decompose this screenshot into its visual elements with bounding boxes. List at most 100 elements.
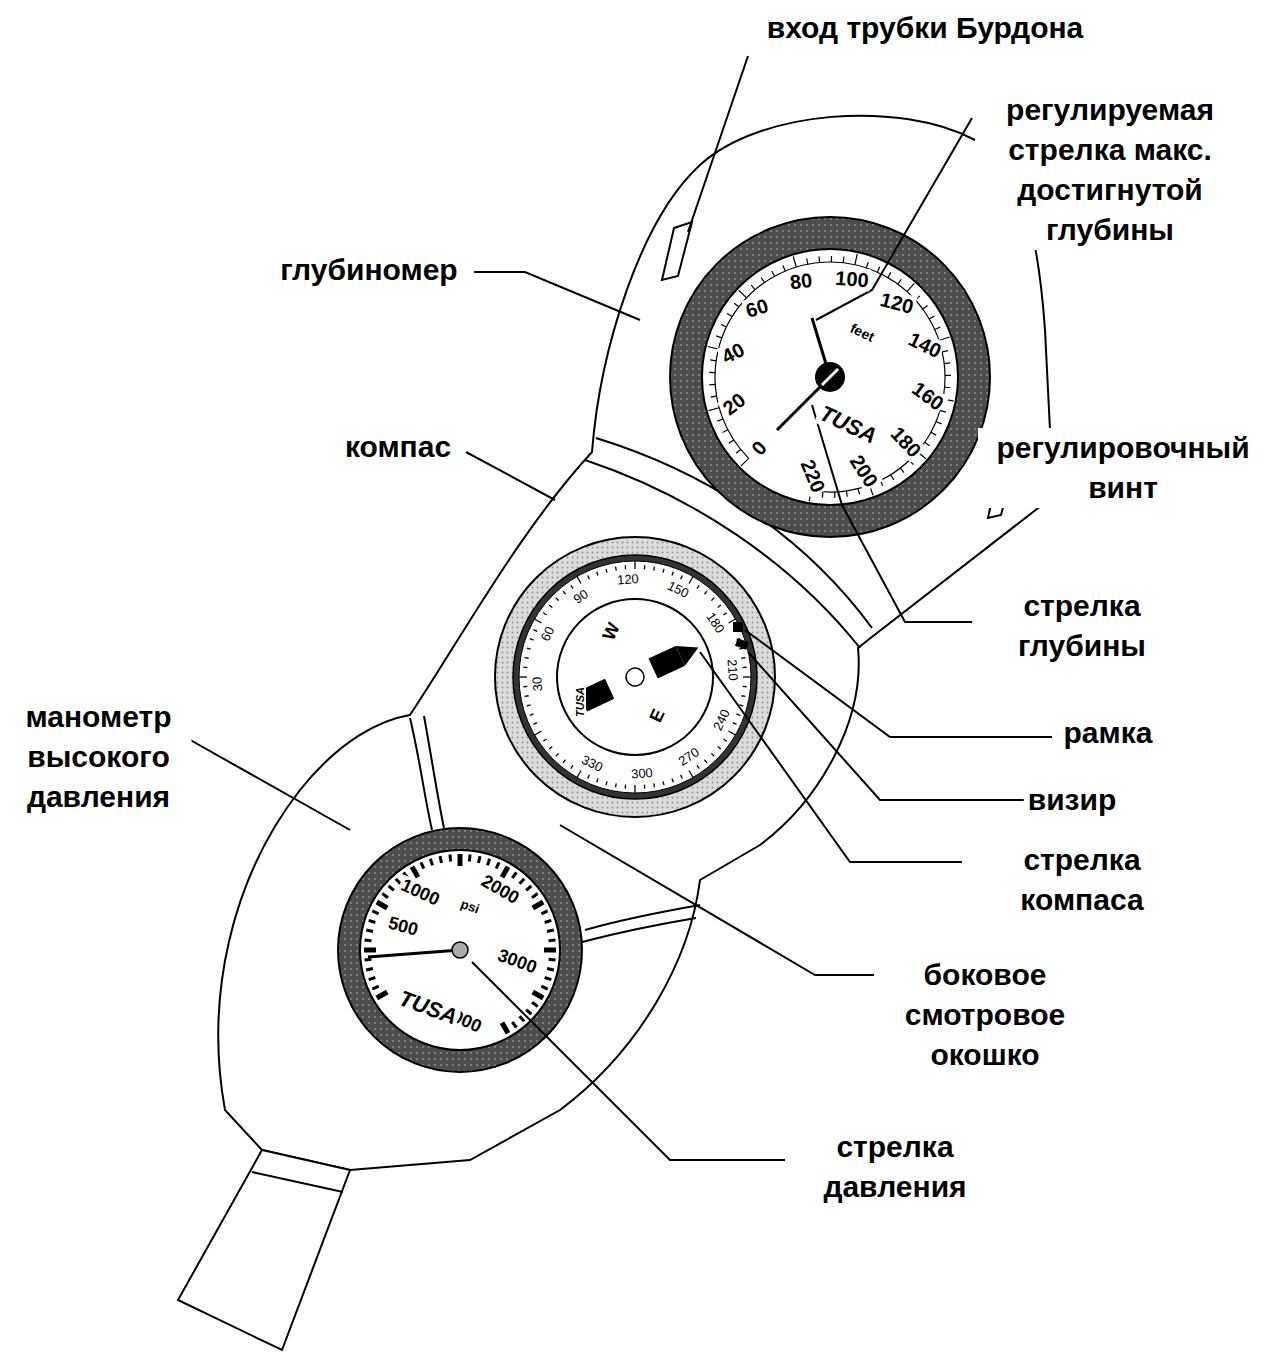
depth-scale-number: 0 <box>746 435 772 461</box>
scale-tick <box>366 930 373 931</box>
scale-tick <box>653 783 655 787</box>
scale-tick <box>681 575 683 579</box>
compass-ring <box>513 555 757 799</box>
depth-bezel <box>670 217 990 537</box>
scale-arc <box>715 262 945 492</box>
scale-tick <box>541 911 547 914</box>
leader-line <box>560 825 874 975</box>
scale-tick <box>711 396 717 397</box>
scale-tick <box>588 575 590 579</box>
scale-tick <box>615 567 617 571</box>
scale-tick <box>365 938 372 942</box>
scale-tick <box>935 327 940 329</box>
scale-tick <box>704 760 707 763</box>
scale-tick <box>718 605 721 608</box>
scale-tick <box>717 419 723 421</box>
compass-scale-number: 120 <box>615 572 642 588</box>
scale-tick <box>743 686 747 688</box>
callout-label: манометр высокого давления <box>6 697 191 817</box>
compass-scale-number: 60 <box>537 623 558 646</box>
scale-tick <box>364 948 376 953</box>
scale-tick <box>523 667 527 669</box>
scale-tick <box>733 723 737 725</box>
scale-tick <box>644 565 646 569</box>
scale-tick <box>421 862 424 868</box>
scale-tick <box>739 290 747 298</box>
scale-tick <box>741 458 749 466</box>
scale-tick <box>563 591 566 594</box>
scale-tick <box>793 257 796 268</box>
leader-line <box>472 962 818 1160</box>
callout-label: регулировочный винт <box>978 428 1268 508</box>
scale-tick <box>533 902 543 908</box>
scale-tick <box>743 667 747 669</box>
scale-tick <box>527 705 531 706</box>
scale-tick <box>366 969 373 970</box>
pressure-scale-ticks <box>364 854 556 1033</box>
scale-tick <box>716 336 722 338</box>
compass-frame-mark <box>733 622 743 632</box>
scale-tick <box>711 753 714 756</box>
scale-tick <box>711 598 714 601</box>
callout-label: стрелка компаса <box>972 840 1192 920</box>
callout-label: глубиномер <box>276 250 461 290</box>
compass-center <box>557 599 713 755</box>
compass-scale-ticks <box>519 561 751 793</box>
scale-tick <box>365 958 372 962</box>
scale-tick <box>672 572 673 576</box>
scale-tick <box>940 410 946 412</box>
pressure-scale-number: 500 <box>384 913 422 941</box>
scale-tick <box>818 256 820 262</box>
section-seam <box>582 905 700 942</box>
compass-scale-number: 210 <box>724 657 740 684</box>
callout-label: стрелка давления <box>785 1127 1005 1207</box>
leader-line <box>474 272 640 320</box>
scale-tick <box>877 267 879 272</box>
scale-tick <box>822 492 824 498</box>
hose-neck <box>178 1150 350 1350</box>
scale-tick <box>502 867 508 877</box>
scale-tick <box>532 1002 538 1006</box>
scale-tick <box>535 731 542 735</box>
scale-tick <box>488 859 490 866</box>
scale-tick <box>479 856 480 863</box>
scale-tick <box>723 613 726 615</box>
scale-tick <box>533 723 537 725</box>
depth-scale-number: 60 <box>742 294 773 323</box>
scale-tick <box>377 992 387 998</box>
scale-tick <box>739 705 743 706</box>
scale-tick <box>377 902 387 908</box>
depth-scale-number: 40 <box>716 337 749 369</box>
compass-lubber-mark <box>735 638 749 650</box>
scale-tick <box>544 948 556 953</box>
scale-tick <box>625 785 627 789</box>
scale-tick <box>526 1010 531 1015</box>
scale-tick <box>563 760 566 763</box>
scale-tick <box>430 859 432 866</box>
compass-scale-number: 300 <box>628 766 655 782</box>
scale-tick <box>681 775 683 779</box>
depth-scale-number: 200 <box>845 449 884 492</box>
compass-cardinal: E <box>646 705 671 728</box>
compass-scale-number: 330 <box>578 752 607 776</box>
compass-needle <box>578 637 703 711</box>
scale-tick <box>898 279 902 284</box>
scale-tick <box>597 572 598 576</box>
scale-tick <box>389 886 394 891</box>
scale-tick <box>541 986 547 989</box>
leader-line <box>700 652 962 862</box>
scale-tick <box>606 569 607 573</box>
depth-scale-number: 180 <box>885 421 927 463</box>
scale-tick <box>929 316 934 319</box>
scale-tick <box>520 879 525 884</box>
scale-tick <box>512 1022 516 1028</box>
scale-tick <box>533 992 543 998</box>
scale-tick <box>547 969 554 970</box>
scale-tick <box>571 585 573 588</box>
scale-tick <box>729 440 734 443</box>
depth-scale-number: 80 <box>787 269 815 294</box>
scale-tick <box>547 930 554 931</box>
scale-tick <box>834 492 835 498</box>
scale-tick <box>372 986 378 989</box>
